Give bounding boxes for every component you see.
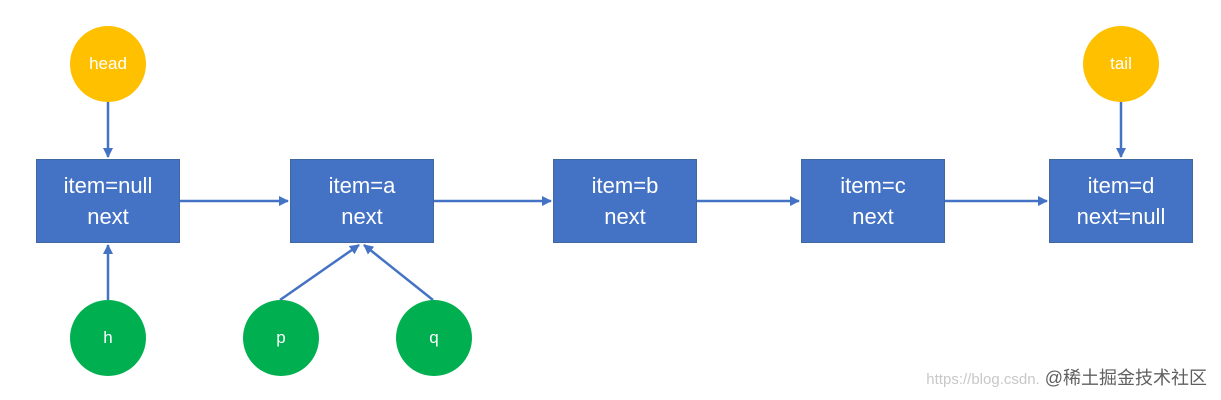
node-item-label: item=d	[1087, 173, 1155, 198]
h-pointer-label: h	[103, 328, 113, 347]
node-item-label: item=null	[63, 173, 153, 198]
node-next-label: next=null	[1076, 204, 1166, 229]
h-pointer: h	[70, 300, 146, 376]
node-item-label: item=a	[328, 173, 396, 198]
node-item-label: item=c	[840, 173, 906, 198]
p-pointer-label: p	[276, 328, 286, 347]
q-pointer-label: q	[429, 328, 439, 347]
list-node-2: item=b next	[553, 159, 697, 243]
node-next-label: next	[604, 204, 646, 229]
list-node-4: item=d next=null	[1049, 159, 1193, 243]
list-node-3: item=c next	[801, 159, 945, 243]
watermark-url: https://blog.csdn.	[926, 371, 1040, 388]
node-item-label: item=b	[591, 173, 659, 198]
head-pointer: head	[70, 26, 146, 102]
watermark-brand: @稀土掘金技术社区	[1044, 368, 1207, 388]
node-next-label: next	[852, 204, 894, 229]
list-node-0: item=null next	[36, 159, 180, 243]
head-pointer-label: head	[89, 54, 127, 73]
q-to-node-1-arrow	[363, 244, 434, 301]
watermark: https://blog.csdn. @稀土掘金技术社区	[926, 364, 1207, 390]
q-pointer: q	[396, 300, 472, 376]
tail-pointer: tail	[1083, 26, 1159, 102]
p-to-node-1-arrow	[279, 243, 360, 302]
tail-pointer-label: tail	[1110, 54, 1132, 73]
node-next-label: next	[341, 204, 383, 229]
p-pointer: p	[243, 300, 319, 376]
list-node-1: item=a next	[290, 159, 434, 243]
node-next-label: next	[87, 204, 129, 229]
